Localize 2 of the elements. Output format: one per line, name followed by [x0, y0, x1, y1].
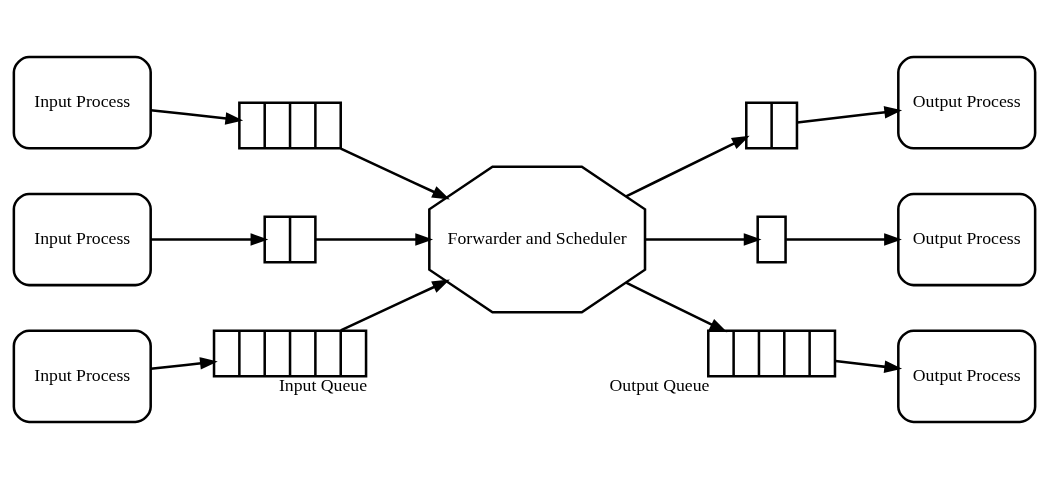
node-label: Output Queue: [609, 374, 710, 395]
node-label: Input Queue: [278, 374, 368, 395]
